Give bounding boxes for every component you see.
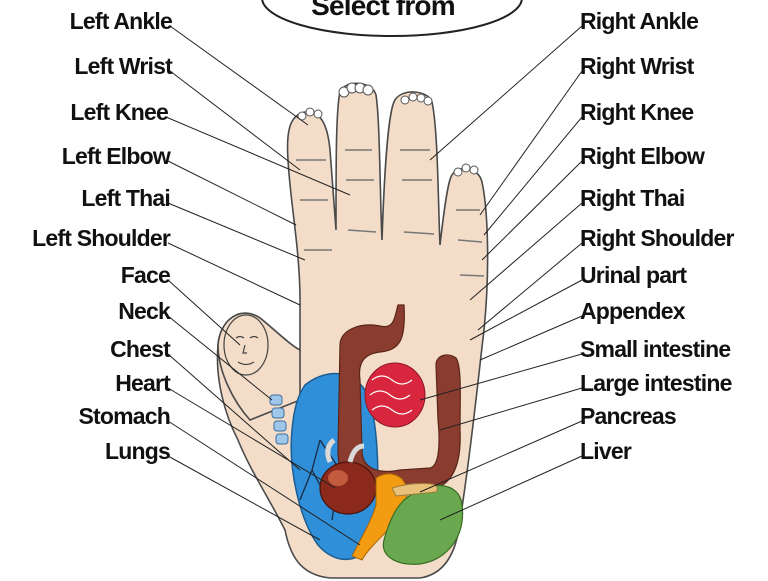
leader-right-elbow: [482, 161, 582, 260]
label-heart[interactable]: Heart: [115, 370, 170, 396]
small-intestine-organ: [365, 363, 425, 427]
leader-right-ankle: [430, 26, 582, 160]
label-right-ankle[interactable]: Right Ankle: [580, 8, 698, 34]
label-face[interactable]: Face: [121, 262, 170, 288]
label-left-wrist[interactable]: Left Wrist: [74, 53, 172, 79]
label-urinal-part[interactable]: Urinal part: [580, 262, 686, 288]
label-large-intestine[interactable]: Large intestine: [580, 370, 732, 396]
label-lungs[interactable]: Lungs: [105, 438, 170, 464]
label-right-wrist[interactable]: Right Wrist: [580, 53, 693, 79]
label-left-shoulder[interactable]: Left Shoulder: [32, 225, 170, 251]
select-title: Select from: [268, 0, 498, 18]
label-neck[interactable]: Neck: [118, 298, 170, 324]
leader-left-ankle: [170, 26, 308, 125]
label-right-thai[interactable]: Right Thai: [580, 185, 684, 211]
leader-left-shoulder: [168, 243, 300, 305]
leader-appendex: [480, 316, 582, 360]
label-liver[interactable]: Liver: [580, 438, 631, 464]
leader-face: [168, 280, 240, 345]
label-pancreas[interactable]: Pancreas: [580, 403, 676, 429]
label-chest[interactable]: Chest: [110, 336, 170, 362]
label-left-ankle[interactable]: Left Ankle: [70, 8, 172, 34]
leader-left-thai: [168, 203, 305, 260]
leader-left-wrist: [170, 71, 300, 170]
label-appendex[interactable]: Appendex: [580, 298, 685, 324]
label-stomach[interactable]: Stomach: [78, 403, 170, 429]
leader-right-wrist: [480, 71, 582, 215]
label-left-knee[interactable]: Left Knee: [70, 99, 168, 125]
label-right-shoulder[interactable]: Right Shoulder: [580, 225, 734, 251]
label-left-thai[interactable]: Left Thai: [81, 185, 170, 211]
label-right-elbow[interactable]: Right Elbow: [580, 143, 704, 169]
label-left-elbow[interactable]: Left Elbow: [62, 143, 170, 169]
leader-right-shoulder: [478, 243, 582, 330]
leader-left-elbow: [168, 161, 296, 225]
label-right-knee[interactable]: Right Knee: [580, 99, 693, 125]
label-small-intestine[interactable]: Small intestine: [580, 336, 730, 362]
